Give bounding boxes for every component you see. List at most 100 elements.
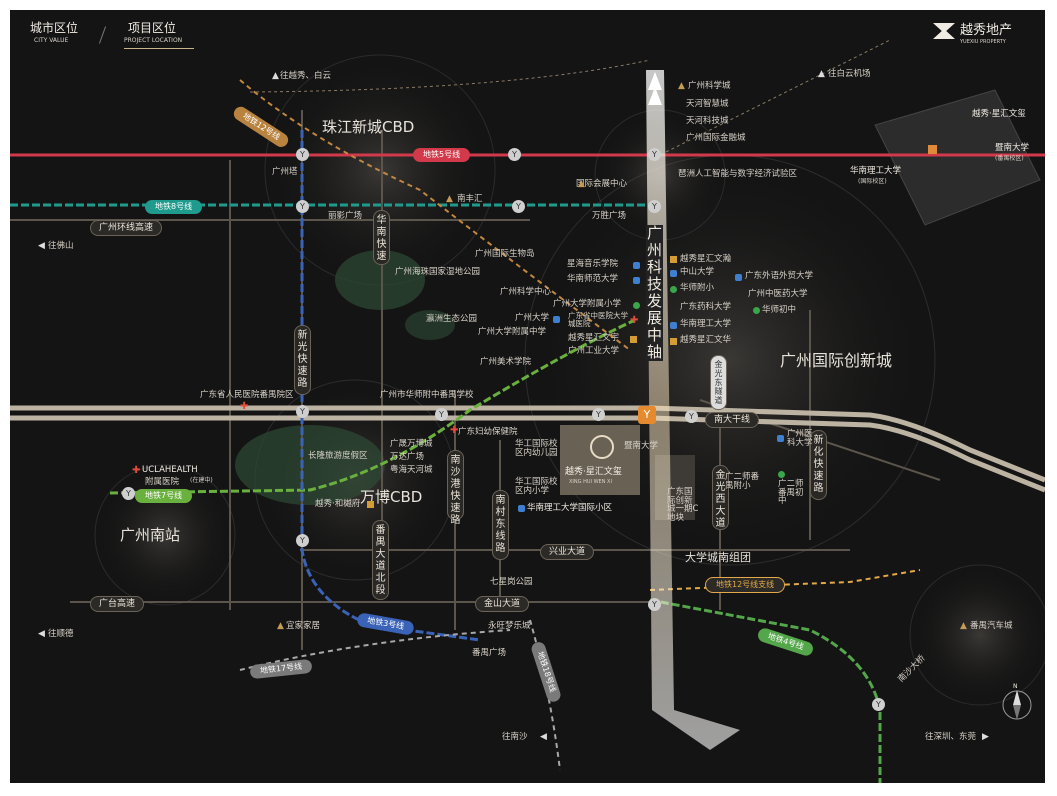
- school-icon: [670, 322, 677, 329]
- place-gdpu: 广东药科大学: [680, 302, 732, 312]
- station-icon: Y: [296, 200, 309, 213]
- station-icon: Y: [648, 598, 661, 611]
- map-graphics: [10, 39, 1045, 783]
- building-icon: ▲: [277, 621, 284, 631]
- yuexiu-project-icon: [670, 338, 677, 345]
- arrow-left-icon: ◀: [38, 241, 45, 251]
- school-icon: [553, 316, 560, 323]
- school-icon: [777, 435, 784, 442]
- place-gdufs: 广东外语外贸大学: [745, 271, 814, 281]
- inset-project-marker: [928, 145, 937, 154]
- yuexiu-project-icon: [367, 501, 374, 508]
- station-icon: Y: [296, 148, 309, 161]
- arrow-left-icon: ◀: [38, 629, 45, 639]
- tab-project-en: PROJECT LOCATION: [124, 37, 183, 44]
- road-nancun: 南村东线路: [492, 490, 509, 560]
- arrow-right-icon: ▶: [982, 732, 989, 742]
- place-xinghai: 星海音乐学院: [567, 259, 619, 269]
- road-xingye: 兴业大道: [540, 544, 595, 560]
- place-jnu-small: 暨南大学: [624, 441, 659, 451]
- place-scnu: 华南师范大学: [567, 274, 619, 284]
- place-expo: 国际会展中心: [576, 179, 628, 189]
- building-icon: ▲: [446, 194, 453, 204]
- place-yuexiu-hefu: 越秀·和樾府: [315, 499, 361, 509]
- place-cd-block: 广东国际创新城一期C地块: [667, 487, 699, 523]
- project-station-icon: Y: [638, 406, 656, 424]
- place-gzhu-ms: 广州大学附属中学: [478, 327, 547, 337]
- green-school-icon: [753, 307, 760, 314]
- school-icon: [633, 262, 640, 269]
- place-science-center: 广州科学中心: [500, 287, 552, 297]
- place-yuexiu-wenhan: 越秀星汇文瀚: [680, 254, 732, 264]
- place-womens-hospital: 广东妇幼保健院: [458, 427, 518, 437]
- place-yingzhou: 瀛洲生态公园: [426, 314, 478, 324]
- station-icon: Y: [435, 408, 448, 421]
- arrow-up-icon: ▲: [272, 71, 279, 81]
- district-wanbo: 万博CBD: [360, 488, 423, 506]
- place-yuexiu-xinghui: 越秀星汇文宇: [568, 333, 620, 343]
- project-name-en: XING HUI WEN XI: [569, 479, 612, 485]
- road-huanan: 华南快速: [373, 210, 390, 265]
- school-icon: [633, 277, 640, 284]
- inset-project: 越秀·星汇文玺: [972, 109, 1026, 119]
- place-gerfu-ms: 广二师番禺初中: [778, 479, 804, 506]
- place-ikea: 宜家家居: [286, 621, 321, 631]
- road-guangtai: 广台高速: [90, 596, 145, 612]
- place-scut: 华南理工大学: [680, 319, 732, 329]
- brand-logo-icon: [933, 23, 955, 39]
- green-school-icon: [633, 302, 640, 309]
- project-name: 越秀·星汇文玺: [565, 467, 622, 477]
- hospital-icon: ✚: [450, 425, 459, 436]
- direction-top-left: 往越秀、白云: [280, 71, 332, 81]
- place-qixinggang: 七星岗公园: [490, 577, 533, 587]
- place-hs-school: 广州市华师附中番禺学校: [380, 390, 474, 400]
- tab-project[interactable]: 项目区位: [128, 21, 177, 35]
- green-school-icon: [670, 286, 677, 293]
- place-changlong: 长隆旅游度假区: [308, 451, 368, 461]
- active-tab-underline: [124, 48, 194, 49]
- road-nansha: 南沙港快速路: [447, 450, 464, 526]
- place-wansheng: 万胜广场: [592, 211, 627, 221]
- place-tianhe-tech: 天河科技城: [686, 116, 729, 126]
- place-ucla-note: (在建中): [190, 477, 213, 484]
- metro-line12-branch: 地铁12号线支线: [705, 577, 786, 593]
- metro-line5: 地铁5号线: [413, 148, 471, 162]
- district-south-station: 广州南站: [120, 526, 181, 544]
- compass-n: N: [1013, 683, 1018, 690]
- district-zhujiang: 珠江新城CBD: [322, 118, 415, 136]
- place-tianhe-city: 粤海天河城: [390, 465, 433, 475]
- place-ucla-hospital: 附属医院: [145, 477, 180, 487]
- station-icon: Y: [296, 405, 309, 418]
- hospital-icon: ✚: [630, 315, 639, 326]
- place-scut-primary: 华工国际校区内小学: [515, 477, 558, 496]
- place-scut-kindergarten: 华工国际校区内幼儿园: [515, 439, 558, 458]
- place-gdmu: 广东省中医院大学城医院: [568, 311, 628, 328]
- road-panyu-north: 番禺大道北段: [372, 520, 389, 600]
- road-jinguang-east: 金光东隧道: [710, 355, 727, 410]
- metro-line7: 地铁7号线: [135, 489, 193, 503]
- brand-name-en: YUEXIU PROPERTY: [960, 39, 1006, 45]
- station-icon: Y: [872, 698, 885, 711]
- hospital-icon: ✚: [132, 465, 141, 476]
- hospital-icon: ✚: [240, 401, 249, 412]
- inset-jnu: 暨南大学: [995, 143, 1030, 153]
- arrow-left-icon: ◀: [540, 732, 547, 742]
- place-guangzhou-tower: 广州塔: [272, 167, 298, 177]
- station-icon: Y: [592, 408, 605, 421]
- place-tianhe-smart: 天河智慧城: [686, 99, 729, 109]
- road-jinguang-west: 金光西大道: [712, 465, 729, 530]
- place-panyu-sq: 番禺广场: [472, 648, 507, 658]
- place-intl-finance: 广州国际金融城: [686, 133, 746, 143]
- school-icon: [670, 270, 677, 277]
- station-icon: Y: [296, 534, 309, 547]
- place-wanbo: 广晟万博城: [390, 439, 433, 449]
- district-univ-south: 大学城南组团: [685, 551, 751, 564]
- metro-line8: 地铁8号线: [145, 200, 203, 214]
- tab-city[interactable]: 城市区位: [30, 21, 79, 35]
- place-gzmu: 广州医科大学: [787, 429, 813, 448]
- station-icon: Y: [512, 200, 525, 213]
- place-panyu-hospital: 广东省人民医院番禺院区: [200, 390, 294, 400]
- place-gz-art: 广州美术学院: [480, 357, 532, 367]
- place-ai-zone: 琶洲人工智能与数字经济试验区: [678, 169, 798, 179]
- place-wanda-sq: 万达广场: [390, 452, 425, 462]
